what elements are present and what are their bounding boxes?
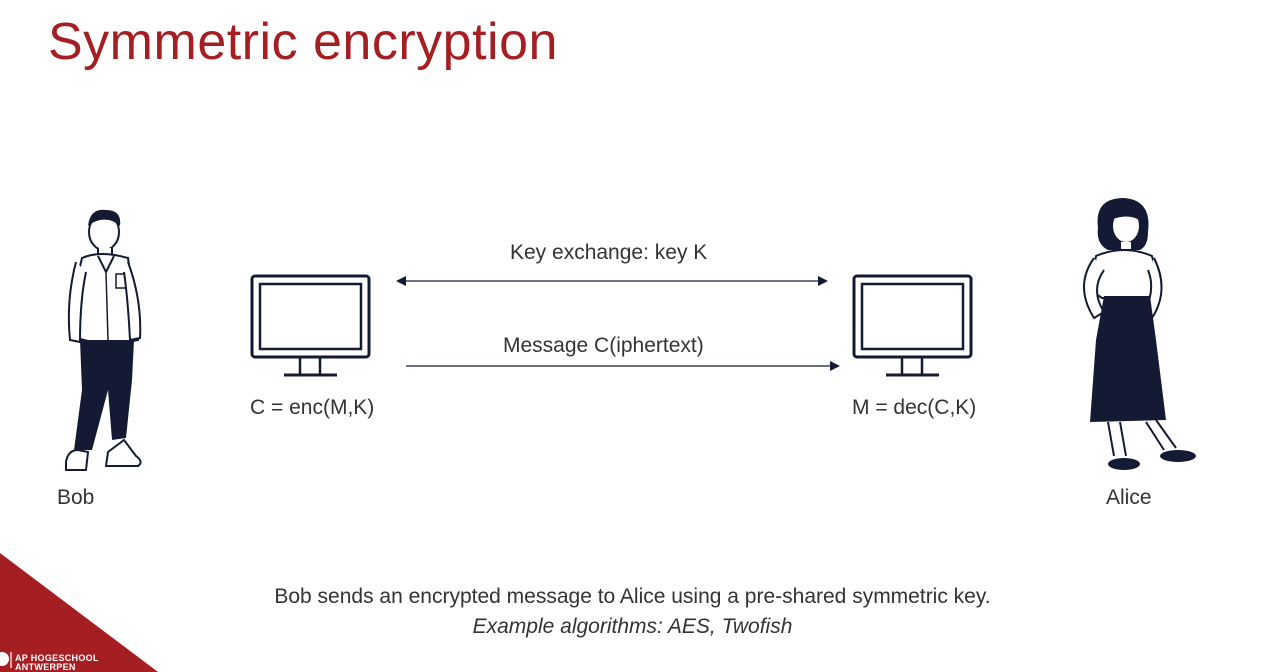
logo-line-1: AP HOGESCHOOL — [15, 653, 99, 663]
caption-example: Example algorithms: AES, Twofish — [472, 615, 793, 638]
caption-main: Bob sends an encrypted message to Alice … — [274, 585, 991, 608]
decrypt-formula: M = dec(C,K) — [852, 396, 977, 419]
alice-label: Alice — [1106, 486, 1152, 509]
logo-line-2: ANTWERPEN — [15, 662, 76, 672]
key-exchange-label: Key exchange: key K — [510, 241, 708, 264]
slide-caption: Bob sends an encrypted message to Alice … — [0, 582, 1265, 642]
slide-title: Symmetric encryption — [48, 13, 558, 71]
bob-label: Bob — [57, 486, 95, 509]
encrypt-formula: C = enc(M,K) — [250, 396, 375, 419]
school-logo-text: AP HOGESCHOOL ANTWERPEN — [15, 654, 99, 672]
message-label: Message C(iphertext) — [503, 334, 704, 357]
